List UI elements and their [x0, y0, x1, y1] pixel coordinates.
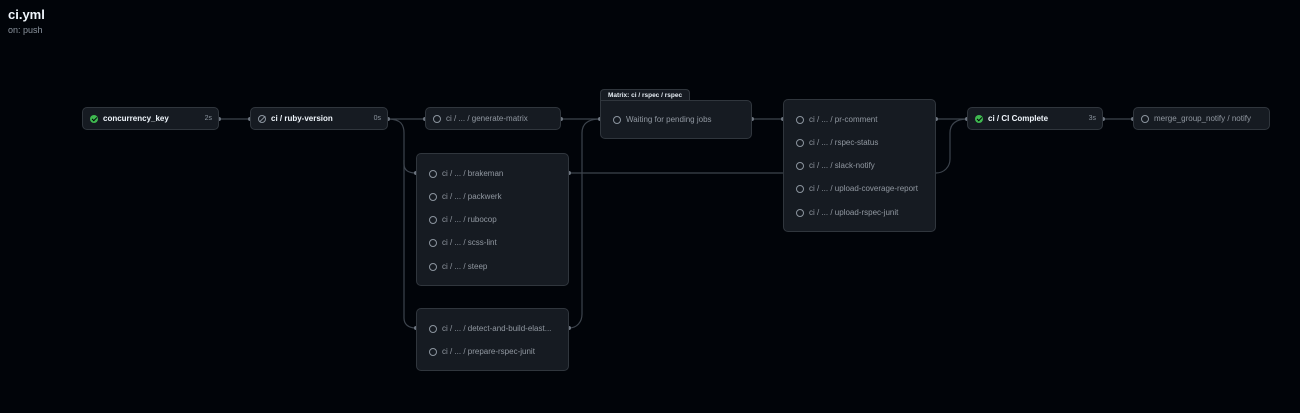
job-duration: 2s: [204, 115, 212, 122]
lint-job-group: ci / ... / brakeman ci / ... / packwerk …: [416, 153, 569, 286]
job-packwerk[interactable]: ci / ... / packwerk: [429, 185, 560, 208]
job-duration: 3s: [1088, 115, 1096, 122]
job-upload-rspec-junit[interactable]: ci / ... / upload-rspec-junit: [796, 201, 927, 224]
job-upload-coverage-report[interactable]: ci / ... / upload-coverage-report: [796, 177, 927, 200]
job-brakeman[interactable]: ci / ... / brakeman: [429, 162, 560, 185]
job-label: ci / ... / rubocop: [442, 215, 497, 224]
workflow-header: ci.yml on: push: [8, 6, 45, 35]
job-label: ci / ruby-version: [271, 114, 333, 123]
pending-circle-icon: [429, 215, 437, 224]
job-label: ci / ... / rspec-status: [809, 138, 879, 147]
pending-circle-icon: [1141, 114, 1149, 123]
job-pr-comment[interactable]: ci / ... / pr-comment: [796, 108, 927, 131]
pending-circle-icon: [429, 324, 437, 333]
job-label: ci / ... / packwerk: [442, 192, 502, 201]
link-build-to-matrix: [568, 118, 601, 329]
job-label: ci / CI Complete: [988, 114, 1049, 123]
job-concurrency-key[interactable]: concurrency_key 2s: [82, 107, 219, 130]
workflow-trigger: on: push: [8, 25, 43, 35]
build-job-group: ci / ... / detect-and-build-elast... ci …: [416, 308, 569, 371]
job-label: ci / ... / upload-coverage-report: [809, 184, 918, 193]
job-rubocop[interactable]: ci / ... / rubocop: [429, 208, 560, 231]
job-label: ci / ... / steep: [442, 262, 488, 271]
job-label: ci / ... / slack-notify: [809, 161, 875, 170]
report-job-group: ci / ... / pr-comment ci / ... / rspec-s…: [783, 99, 936, 232]
job-label: ci / ... / generate-matrix: [446, 114, 528, 123]
job-steep[interactable]: ci / ... / steep: [429, 255, 560, 278]
workflow-title[interactable]: ci.yml: [8, 7, 45, 22]
job-label: ci / ... / scss-lint: [442, 238, 497, 247]
matrix-waiting-label: Waiting for pending jobs: [626, 115, 712, 124]
skipped-icon: [258, 114, 266, 123]
job-ci-complete[interactable]: ci / CI Complete 3s: [967, 107, 1103, 130]
pending-circle-icon: [429, 192, 437, 201]
pending-circle-icon: [796, 161, 804, 170]
job-label: merge_group_notify / notify: [1154, 114, 1251, 123]
pending-circle-icon: [796, 184, 804, 193]
job-label: ci / ... / prepare-rspec-junit: [442, 347, 535, 356]
pending-circle-icon: [429, 169, 437, 178]
job-rspec-status[interactable]: ci / ... / rspec-status: [796, 131, 927, 154]
pending-circle-icon: [796, 115, 804, 124]
success-check-icon: [90, 114, 98, 123]
job-label: ci / ... / brakeman: [442, 169, 504, 178]
job-scss-lint[interactable]: ci / ... / scss-lint: [429, 231, 560, 254]
job-label: ci / ... / pr-comment: [809, 115, 878, 124]
job-generate-matrix[interactable]: ci / ... / generate-matrix: [425, 107, 561, 130]
job-detect-and-build[interactable]: ci / ... / detect-and-build-elast...: [429, 317, 560, 340]
link-report-lower-to-complete: [935, 118, 968, 174]
job-label: concurrency_key: [103, 114, 169, 123]
job-slack-notify[interactable]: ci / ... / slack-notify: [796, 154, 927, 177]
pending-circle-icon: [796, 208, 804, 217]
job-label: ci / ... / upload-rspec-junit: [809, 208, 899, 217]
link-ruby-to-lint: [387, 118, 417, 174]
pending-circle-icon: [613, 115, 621, 124]
job-prepare-rspec-junit[interactable]: ci / ... / prepare-rspec-junit: [429, 340, 560, 363]
pending-circle-icon: [433, 114, 441, 123]
pending-circle-icon: [796, 138, 804, 147]
matrix-title-tab[interactable]: Matrix: ci / rspec / rspec: [600, 89, 691, 102]
pending-circle-icon: [429, 262, 437, 271]
job-ruby-version[interactable]: ci / ruby-version 0s: [250, 107, 388, 130]
success-check-icon: [975, 114, 983, 123]
matrix-card: Waiting for pending jobs: [600, 100, 752, 139]
job-duration: 0s: [373, 115, 381, 122]
pending-circle-icon: [429, 347, 437, 356]
pending-circle-icon: [429, 238, 437, 247]
job-merge-group-notify[interactable]: merge_group_notify / notify: [1133, 107, 1270, 130]
matrix-waiting-row[interactable]: Waiting for pending jobs: [613, 108, 743, 131]
job-label: ci / ... / detect-and-build-elast...: [442, 324, 552, 333]
link-ruby-to-build: [403, 160, 417, 329]
